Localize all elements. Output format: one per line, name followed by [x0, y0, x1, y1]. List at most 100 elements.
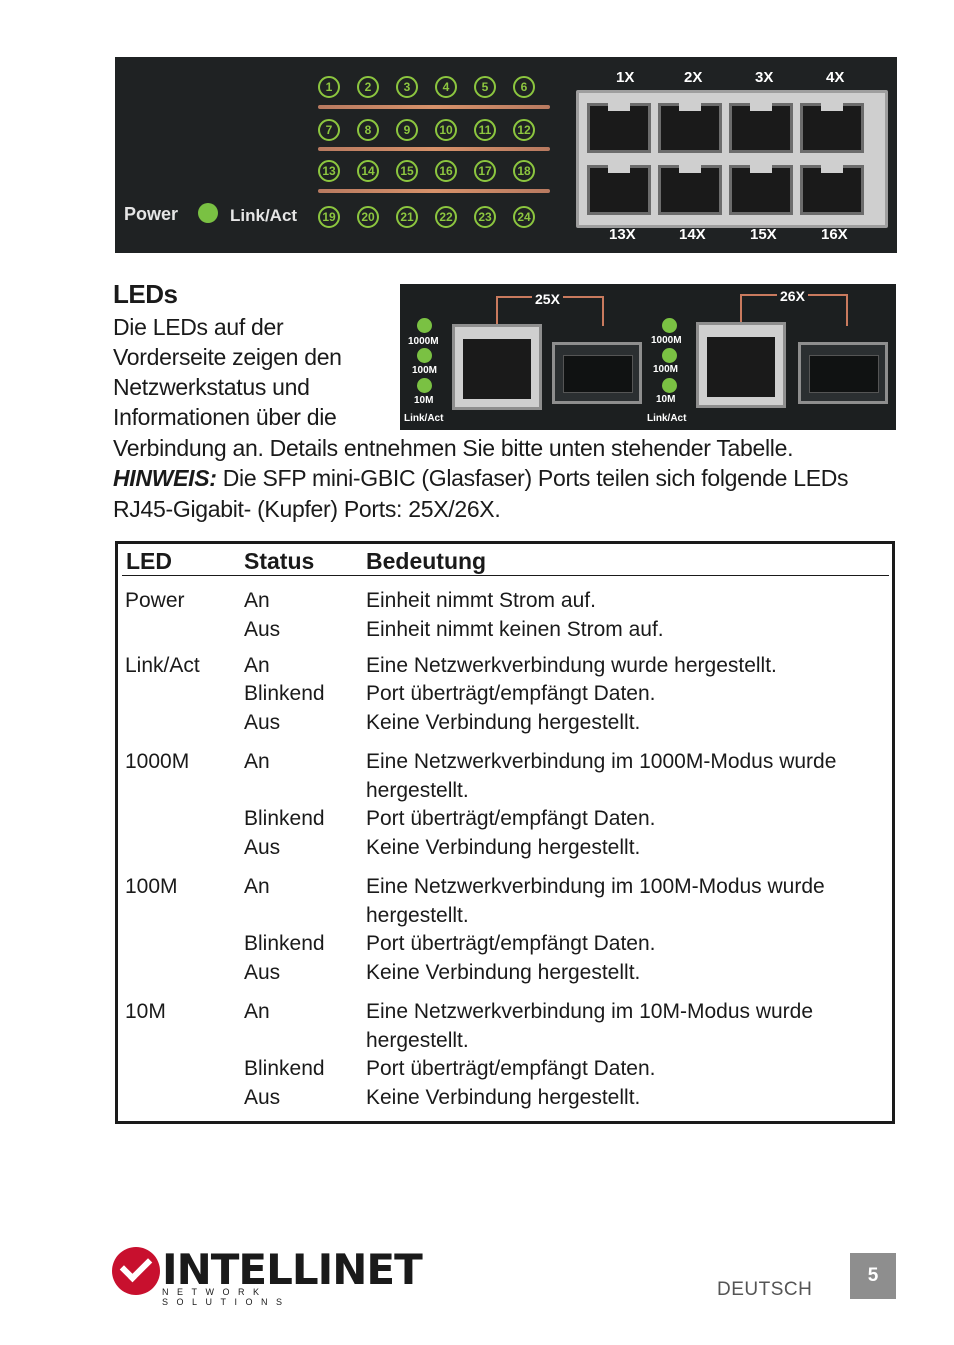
intellinet-logo: INTELLINET NETWORK SOLUTIONS	[112, 1247, 423, 1307]
cell-meaning: Port überträgt/empfängt Daten.	[366, 1057, 656, 1080]
intro-line-7: RJ45-Gigabit- (Kupfer) Ports: 25X/26X.	[113, 496, 501, 522]
rj45-port-25x-icon	[452, 324, 542, 410]
port-led-icon: 4	[435, 76, 457, 98]
cell-led: 10M	[125, 1000, 166, 1023]
port-led-icon: 20	[357, 206, 379, 228]
led-10m-icon	[662, 378, 677, 393]
port-led-icon: 12	[513, 119, 535, 141]
led-row-divider	[318, 189, 550, 193]
cell-led: Link/Act	[125, 654, 200, 677]
port-led-icon: 7	[318, 119, 340, 141]
cell-status: Blinkend	[244, 932, 325, 955]
logo-check-icon	[112, 1247, 160, 1295]
port-led-icon: 5	[474, 76, 496, 98]
col-header-meaning: Bedeutung	[366, 548, 487, 574]
intro-line-2: Vorderseite zeigen den	[113, 344, 342, 370]
port-led-icon: 1	[318, 76, 340, 98]
logo-wordmark: INTELLINET	[162, 1245, 423, 1294]
cell-meaning: Port überträgt/empfängt Daten.	[366, 682, 656, 705]
led-row-divider	[318, 147, 550, 151]
cell-status: Blinkend	[244, 1057, 325, 1080]
rj45-port-13x-icon	[587, 165, 651, 215]
cell-led: Power	[125, 589, 185, 612]
port-label-15x: 15X	[750, 226, 777, 243]
cell-meaning: hergestellt.	[366, 904, 469, 927]
port-led-icon: 9	[396, 119, 418, 141]
led-row-divider	[318, 105, 550, 109]
led-10m-icon	[417, 378, 432, 393]
cell-status: An	[244, 589, 270, 612]
linkact-label-25x: Link/Act	[404, 413, 444, 424]
port-label-2x: 2X	[684, 69, 703, 86]
cell-status: Aus	[244, 711, 281, 734]
port-label-16x: 16X	[821, 226, 848, 243]
port-led-icon: 16	[435, 160, 457, 182]
port-led-icon: 17	[474, 160, 496, 182]
port-led-icon: 3	[396, 76, 418, 98]
port-led-icon: 11	[474, 119, 496, 141]
led-1000m-icon	[662, 318, 677, 333]
port-led-icon: 22	[435, 206, 457, 228]
port-led-icon: 8	[357, 119, 379, 141]
cell-meaning: Keine Verbindung hergestellt.	[366, 961, 641, 984]
led-1000m-label: 1000M	[651, 335, 682, 346]
port-label-14x: 14X	[679, 226, 706, 243]
cell-meaning: Eine Netzwerkverbindung im 100M-Modus wu…	[366, 875, 825, 898]
power-led-icon	[198, 203, 218, 223]
port-led-icon: 21	[396, 206, 418, 228]
rj45-port-2x-icon	[658, 103, 722, 153]
cell-meaning: hergestellt.	[366, 779, 469, 802]
intro-note-line: HINWEIS: Die SFP mini-GBIC (Glasfaser) P…	[113, 463, 849, 493]
rj45-port-3x-icon	[729, 103, 793, 153]
led-100m-icon	[417, 348, 432, 363]
rj45-port-4x-icon	[800, 103, 864, 153]
cell-status: Aus	[244, 836, 281, 859]
rj45-port-1x-icon	[587, 103, 651, 153]
led-100m-icon	[662, 348, 677, 363]
cell-meaning: Eine Netzwerkverbindung im 10M-Modus wur…	[366, 1000, 814, 1023]
led-10m-label: 10M	[656, 394, 676, 405]
port-led-icon: 14	[357, 160, 379, 182]
cell-led: 1000M	[125, 750, 190, 773]
cell-meaning: Keine Verbindung hergestellt.	[366, 1086, 641, 1109]
sfp-slot-25x-icon	[552, 342, 642, 404]
intro-line-3: Netzwerkstatus und	[113, 374, 310, 400]
note-text: Die SFP mini-GBIC (Glasfaser) Ports teil…	[216, 465, 849, 491]
sfp-slot-26x-icon	[798, 342, 888, 404]
cell-status: Aus	[244, 1086, 281, 1109]
rj45-port-15x-icon	[729, 165, 793, 215]
section-heading: LEDs	[113, 279, 178, 309]
port-led-icon: 6	[513, 76, 535, 98]
port-label-26x: 26X	[777, 288, 808, 304]
port-led-icon: 15	[396, 160, 418, 182]
cell-meaning: Eine Netzwerkverbindung wurde hergestell…	[366, 654, 777, 677]
gigabit-port-panel-image: 25X 1000M 100M 10M Link/Act 26X 1000M 10…	[400, 284, 896, 430]
led-100m-label: 100M	[412, 365, 438, 376]
cell-meaning: Port überträgt/empfängt Daten.	[366, 932, 656, 955]
page-number-badge: 5	[850, 1253, 896, 1299]
led-1000m-icon	[417, 318, 432, 333]
intro-line-5: Verbindung an. Details entnehmen Sie bit…	[113, 435, 794, 461]
port-led-icon: 24	[513, 206, 535, 228]
note-label: HINWEIS:	[113, 465, 217, 491]
port-led-icon: 10	[435, 119, 457, 141]
cell-status: An	[244, 750, 270, 773]
cell-status: An	[244, 654, 270, 677]
rj45-port-14x-icon	[658, 165, 722, 215]
port-label-25x: 25X	[532, 291, 563, 307]
led-100m-label: 100M	[653, 364, 679, 375]
language-label: DEUTSCH	[717, 1279, 813, 1300]
logo-tagline: NETWORK SOLUTIONS	[162, 1287, 291, 1307]
cell-led: 100M	[125, 875, 178, 898]
port-led-icon: 2	[357, 76, 379, 98]
col-header-status: Status	[244, 548, 315, 574]
port-label-4x: 4X	[826, 69, 845, 86]
cell-meaning: Eine Netzwerkverbindung im 1000M-Modus w…	[366, 750, 837, 773]
cell-meaning: hergestellt.	[366, 1029, 469, 1052]
led-10m-label: 10M	[414, 395, 434, 406]
rj45-port-block	[576, 90, 888, 228]
port-label-3x: 3X	[755, 69, 774, 86]
led-1000m-label: 1000M	[408, 336, 439, 347]
